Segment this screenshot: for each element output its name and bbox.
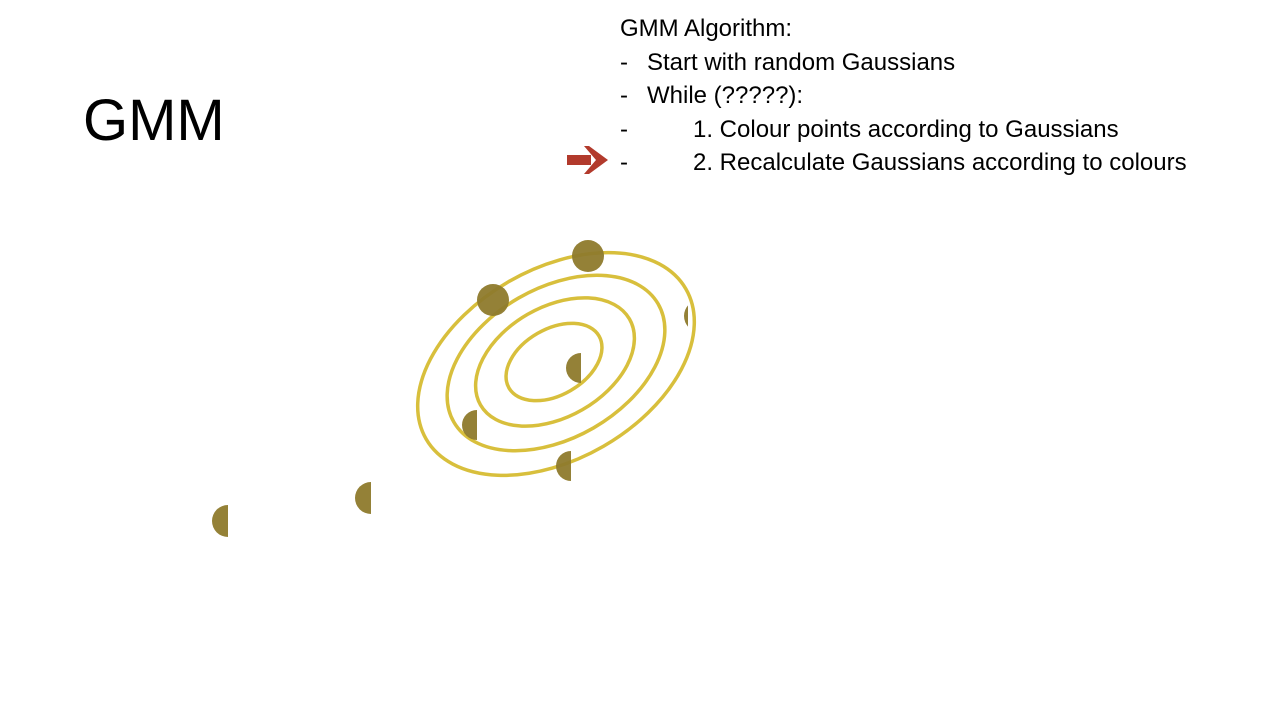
- bullet: -: [620, 149, 628, 176]
- bullet: -: [620, 115, 628, 143]
- algorithm-heading: GMM Algorithm:: [620, 15, 793, 42]
- slide-title: GMM: [83, 88, 225, 153]
- list-item-text: Start with random Gaussians: [647, 48, 956, 76]
- list-item-text: 1. Colour points according to Gaussians: [693, 115, 1119, 143]
- gaussian-contour: [445, 273, 667, 453]
- data-points: [212, 240, 688, 537]
- data-point: [566, 353, 581, 383]
- data-point: [572, 240, 604, 272]
- data-point: [477, 284, 509, 316]
- data-point: [462, 410, 477, 440]
- current-step-arrow-icon: [567, 146, 608, 174]
- bullet: -: [620, 48, 628, 76]
- list-item-text: While (?????):: [647, 82, 804, 109]
- list-item-text: 2. Recalculate Gaussians according to co…: [693, 149, 1187, 176]
- data-point: [355, 482, 371, 514]
- gaussian-contour: [504, 321, 604, 403]
- data-point: [212, 505, 228, 537]
- gaussian-contours: [415, 250, 697, 478]
- bullet: -: [620, 82, 628, 109]
- data-point: [684, 305, 688, 327]
- data-point: [556, 451, 571, 481]
- gaussian-contour: [473, 296, 637, 428]
- gaussian-contour: [415, 250, 697, 478]
